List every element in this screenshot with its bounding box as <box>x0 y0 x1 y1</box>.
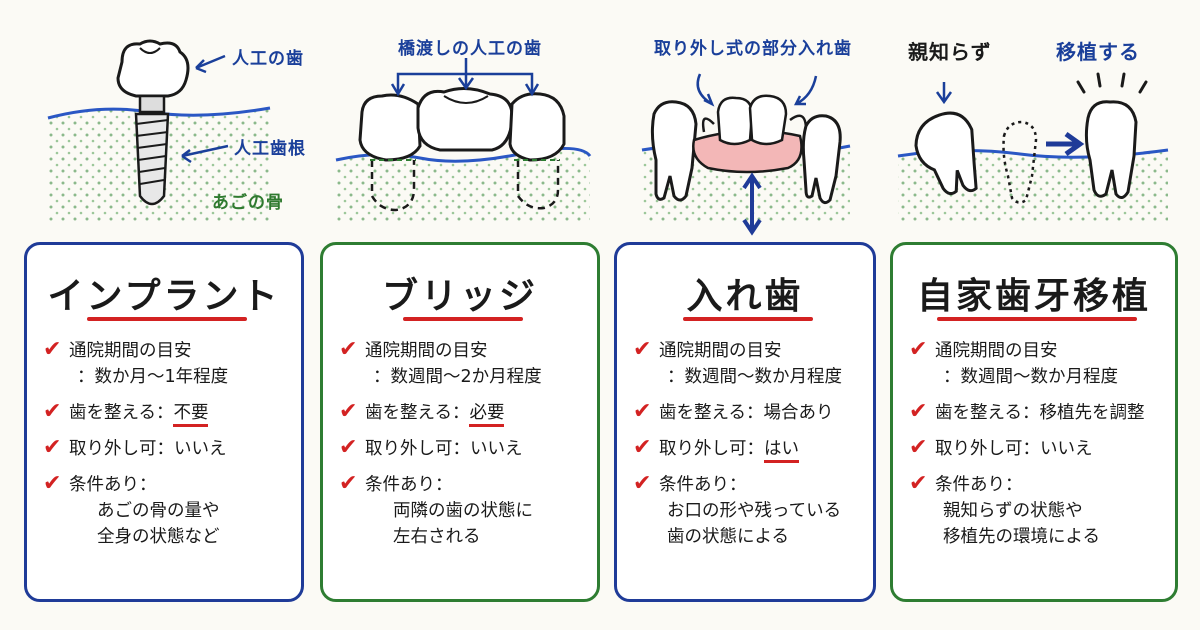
card-title: 入れ歯 <box>686 276 804 317</box>
check-icon: ✔ <box>909 399 928 424</box>
card-bridge: ブリッジ ✔通院期間の目安 ：数週間～2か月程度 ✔歯を整える：必要 ✔取り外し… <box>320 242 600 602</box>
condition-item: ✔条件あり： <box>633 471 747 496</box>
removable-item: ✔取り外し可：いいえ <box>339 435 523 460</box>
condition-line-1: 親知らずの状態や <box>943 501 1083 521</box>
check-icon: ✔ <box>339 471 358 496</box>
transplanted-tooth <box>1084 100 1138 199</box>
artificial-root-label: 人工歯根 <box>234 139 306 159</box>
denture-tooth-2 <box>748 94 788 146</box>
check-icon: ✔ <box>43 337 62 362</box>
condition-line-2: 歯の状態による <box>667 527 789 547</box>
partial-denture-label: 取り外し式の部分入れ歯 <box>654 39 852 59</box>
denture-illustration <box>641 73 851 236</box>
check-icon: ✔ <box>909 471 928 496</box>
period-value: ：数週間～数か月程度 <box>667 367 842 387</box>
card-denture: 入れ歯 ✔通院期間の目安 ：数週間～数か月程度 ✔歯を整える：場合あり ✔取り外… <box>614 242 876 602</box>
check-icon: ✔ <box>339 435 358 460</box>
bridge-pontic <box>416 87 514 152</box>
transplant-illustration <box>897 72 1169 222</box>
title-underline <box>87 317 247 321</box>
implant-illustration <box>47 39 271 222</box>
check-icon: ✔ <box>43 471 62 496</box>
condition-line-2: 左右される <box>393 527 481 547</box>
removable-value: いいえ <box>174 439 227 459</box>
check-icon: ✔ <box>43 399 62 424</box>
check-icon: ✔ <box>339 337 358 362</box>
bridge-teeth-label: 橋渡しの人工の歯 <box>398 39 542 59</box>
removable-value: いいえ <box>1040 439 1093 459</box>
period-value: ：数か月～1年程度 <box>77 367 229 387</box>
wisdom-tooth-label: 親知らず <box>908 40 992 64</box>
removable-value: はい <box>764 439 799 463</box>
adjust-item: ✔歯を整える：場合あり <box>633 399 834 424</box>
condition-line-2: 移植先の環境による <box>943 527 1100 547</box>
adjust-item: ✔歯を整える：不要 <box>41 399 295 427</box>
check-icon: ✔ <box>633 337 652 362</box>
artificial-tooth-label: 人工の歯 <box>232 49 304 69</box>
implant-crown <box>116 39 190 98</box>
bridge-left-tooth <box>358 93 422 162</box>
adjust-value: 不要 <box>173 403 209 427</box>
card-title: 自家歯牙移植 <box>916 276 1151 317</box>
adjust-value: 場合あり <box>763 403 834 423</box>
card-title: インプラント <box>47 276 281 317</box>
card-implant: インプラント ✔通院期間の目安 ：数か月～1年程度 ✔歯を整える：不要 ✔取り外… <box>24 242 304 602</box>
arrow-right-icon <box>1046 131 1085 157</box>
check-icon: ✔ <box>633 435 652 460</box>
condition-item: ✔条件あり： <box>909 471 1023 496</box>
jaw-bone-label: あごの骨 <box>212 193 284 213</box>
condition-line-2: 全身の状態など <box>97 527 220 547</box>
period-item: ✔通院期間の目安 <box>339 337 488 362</box>
wisdom-tooth <box>914 111 978 196</box>
check-icon: ✔ <box>43 435 62 460</box>
card-autotransplant: 自家歯牙移植 ✔通院期間の目安 ：数週間～数か月程度 ✔歯を整える：移植先を調整… <box>890 242 1178 602</box>
adjust-item: ✔歯を整える：移植先を調整 <box>909 399 1145 424</box>
period-item: ✔通院期間の目安 <box>633 337 782 362</box>
check-icon: ✔ <box>633 399 652 424</box>
condition-line-1: お口の形や残っている <box>667 501 842 521</box>
bridge-right-tooth <box>508 92 566 162</box>
period-item: ✔通院期間の目安 <box>43 337 192 362</box>
period-value: ：数週間～数か月程度 <box>943 367 1118 387</box>
removable-value: いいえ <box>470 439 523 459</box>
period-value: ：数週間～2か月程度 <box>373 367 542 387</box>
removable-item: ✔取り外し可：いいえ <box>43 435 227 460</box>
title-underline <box>937 317 1137 321</box>
removable-item: ✔取り外し可：はい <box>631 435 867 463</box>
period-item: ✔通院期間の目安 <box>909 337 1058 362</box>
check-icon: ✔ <box>633 471 652 496</box>
transplant-label: 移植する <box>1056 40 1140 64</box>
bridge-illustration <box>335 58 592 222</box>
condition-item: ✔条件あり： <box>339 471 453 496</box>
adjust-value: 移植先を調整 <box>1039 403 1145 423</box>
illustrations <box>47 39 1169 236</box>
removable-item: ✔取り外し可：いいえ <box>909 435 1093 460</box>
card-title: ブリッジ <box>381 276 538 317</box>
title-underline <box>403 317 523 321</box>
denture-tooth-1 <box>716 96 754 146</box>
title-underline <box>683 317 813 321</box>
condition-line-1: あごの骨の量や <box>97 501 220 521</box>
denture-right-tooth <box>801 114 842 205</box>
check-icon: ✔ <box>339 399 358 424</box>
implant-abutment <box>138 94 166 114</box>
check-icon: ✔ <box>909 435 928 460</box>
up-down-arrow-icon <box>742 172 762 236</box>
empty-socket <box>1002 120 1038 204</box>
denture-left-tooth <box>650 100 698 202</box>
condition-item: ✔条件あり： <box>43 471 157 496</box>
check-icon: ✔ <box>909 337 928 362</box>
adjust-item: ✔歯を整える：必要 <box>337 399 591 427</box>
condition-line-1: 両隣の歯の状態に <box>393 501 533 521</box>
adjust-value: 必要 <box>469 403 505 427</box>
